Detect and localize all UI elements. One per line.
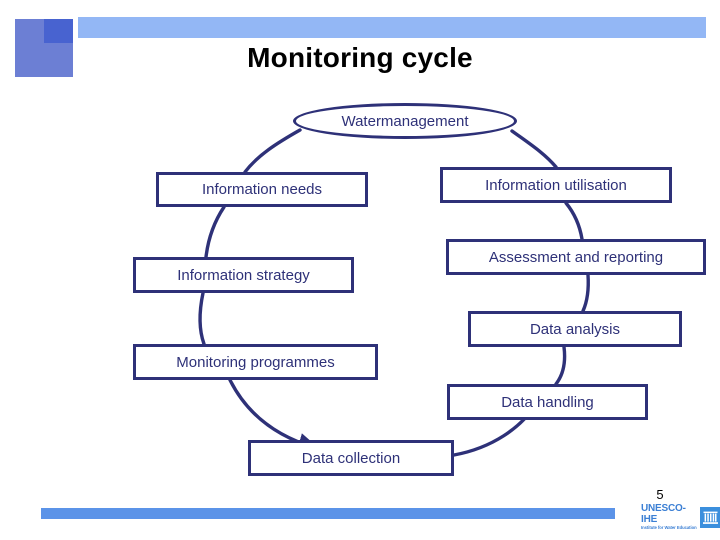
unesco-ihe-logo: UNESCO-IHE Institute for Water Education xyxy=(641,503,720,531)
logo-name: UNESCO-IHE xyxy=(641,503,686,525)
unesco-temple-icon xyxy=(699,506,720,528)
node-information-utilisation[interactable]: Information utilisation xyxy=(440,167,672,203)
node-monitoring-programmes[interactable]: Monitoring programmes xyxy=(133,344,378,380)
logo-text-block: UNESCO-IHE Institute for Water Education xyxy=(641,503,697,531)
node-label: Data handling xyxy=(501,393,594,411)
node-label: Data analysis xyxy=(529,320,621,338)
node-information-needs[interactable]: Information needs xyxy=(156,172,368,207)
node-data-analysis[interactable]: Data analysis xyxy=(468,311,682,347)
header-square-small xyxy=(44,19,73,43)
page-title: Monitoring cycle xyxy=(247,42,473,73)
header-accent-bar xyxy=(78,17,706,38)
footer-accent-bar xyxy=(41,508,615,519)
node-watermanagement[interactable]: Watermanagement xyxy=(293,103,517,139)
node-label: Data collection xyxy=(301,449,401,467)
node-label: Assessment and reporting xyxy=(488,248,664,266)
page-number: 5 xyxy=(656,487,664,502)
node-data-handling[interactable]: Data handling xyxy=(447,384,648,420)
node-assessment-and-reporting[interactable]: Assessment and reporting xyxy=(446,239,706,275)
node-information-strategy[interactable]: Information strategy xyxy=(133,257,354,293)
node-label: Information strategy xyxy=(177,266,310,284)
node-data-collection[interactable]: Data collection xyxy=(248,440,454,476)
logo-tagline: Institute for Water Education xyxy=(641,525,697,530)
node-label: Information utilisation xyxy=(485,176,627,194)
node-label: Monitoring programmes xyxy=(176,353,335,371)
node-label: Information needs xyxy=(201,181,323,198)
node-label: Watermanagement xyxy=(341,112,469,130)
